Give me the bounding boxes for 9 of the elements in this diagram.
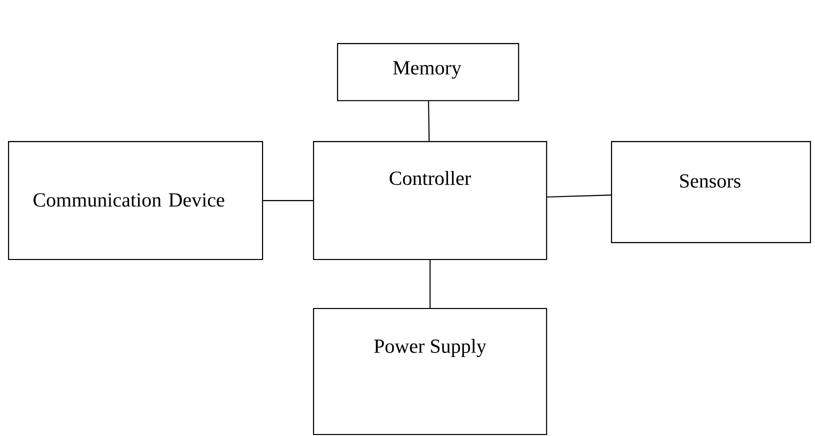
connector-line	[428, 101, 430, 141]
process-box: Communication Device	[8, 141, 264, 260]
process-box: Power Supply	[313, 308, 548, 436]
connector-line	[430, 260, 431, 308]
process-box: Controller	[313, 141, 548, 260]
connector-line	[547, 194, 612, 198]
process-box: Memory	[337, 43, 520, 102]
process-box: Sensors	[611, 141, 811, 244]
connector-line	[263, 200, 313, 202]
